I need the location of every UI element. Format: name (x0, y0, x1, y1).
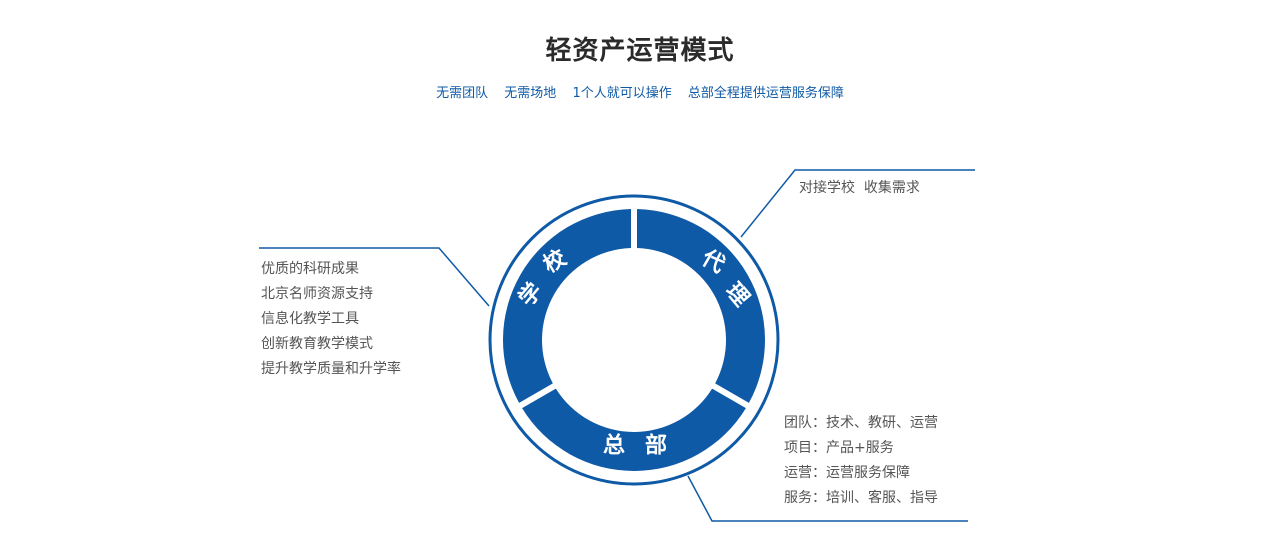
segment-label-hq-1: 总 (603, 433, 625, 459)
list-item: 优质的科研成果 (261, 261, 359, 277)
tagline-item: 无需团队 (436, 86, 489, 101)
list-item: 北京名师资源支持 (261, 286, 373, 302)
tagline: 无需团队 无需场地 1个人就可以操作 总部全程提供运营服务保障 (0, 82, 1280, 101)
connector-line-school (259, 247, 490, 307)
list-item: 创新教育教学模式 (261, 336, 373, 352)
tagline-item: 总部全程提供运营服务保障 (687, 86, 844, 101)
ring-segment-agent (636, 209, 765, 403)
ring-segment-hq (522, 388, 746, 471)
list-item: 信息化教学工具 (261, 311, 359, 327)
hq-support-list: 团队：技术、教研、运营 项目：产品+服务 运营：运营服务保障 服务：培训、客服、… (784, 411, 938, 511)
list-item: 提升教学质量和升学率 (261, 361, 401, 377)
segment-label-hq-2: 部 (645, 433, 667, 459)
page-title: 轻资产运营模式 (545, 36, 735, 66)
school-benefits-list: 优质的科研成果 北京名师资源支持 信息化教学工具 创新教育教学模式 提升教学质量… (261, 257, 401, 382)
list-item: 运营：运营服务保障 (784, 465, 910, 481)
tagline-item: 1个人就可以操作 (572, 86, 672, 101)
connector-line-agent (740, 169, 975, 238)
outer-ring (488, 194, 780, 486)
ring-segment-school (503, 209, 632, 403)
list-item: 对接学校 收集需求 (799, 180, 920, 196)
agent-role-list: 对接学校 收集需求 (799, 176, 920, 201)
connector-line-hq (687, 475, 968, 522)
list-item: 服务：培训、客服、指导 (784, 490, 938, 506)
list-item: 团队：技术、教研、运营 (784, 415, 938, 431)
tagline-item: 无需场地 (504, 86, 557, 101)
list-item: 项目：产品+服务 (784, 440, 894, 456)
